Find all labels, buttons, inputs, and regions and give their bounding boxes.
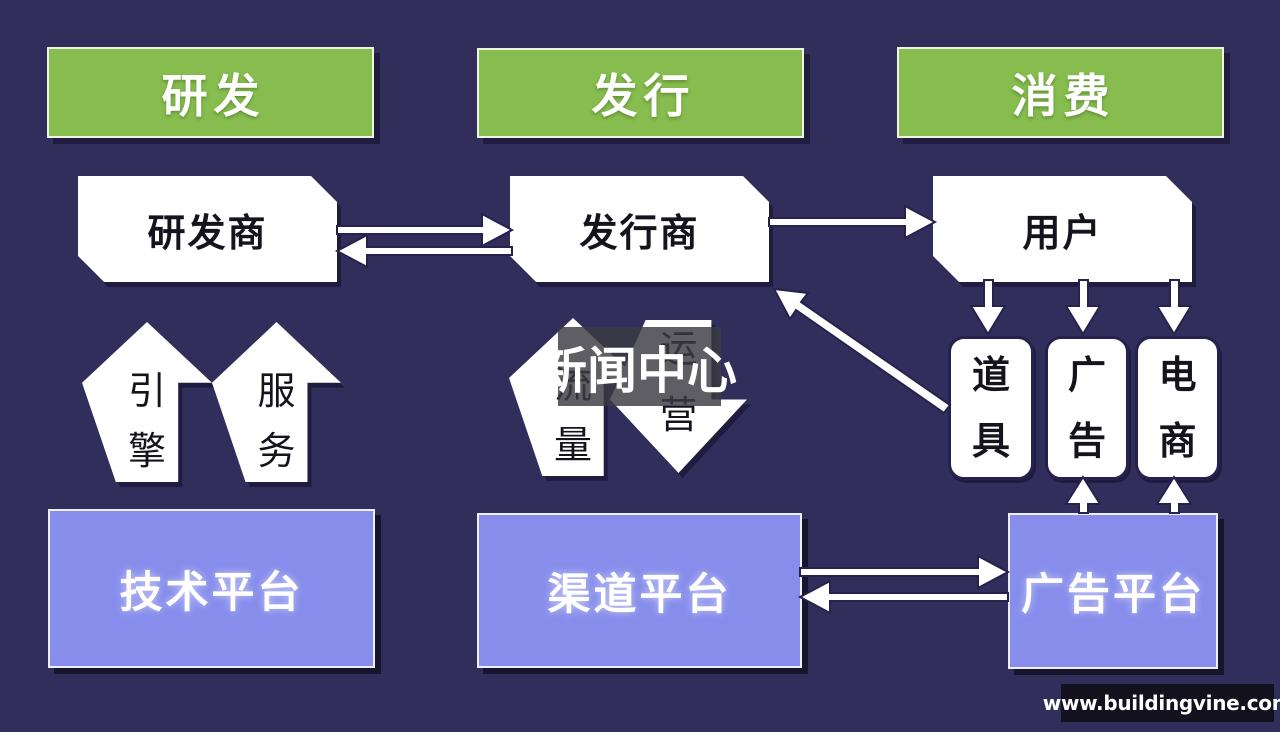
arrow-user-to-ads-icon	[1064, 279, 1102, 336]
entity-user: 用户	[933, 176, 1192, 282]
traffic-char-2: 量	[553, 423, 592, 467]
arrow-user-to-props-icon	[969, 279, 1007, 336]
site-badge: www.buildingvine.com	[1043, 684, 1280, 722]
ads-char-1: 广	[1067, 353, 1106, 397]
entity-developer: 研发商	[78, 176, 337, 282]
arrow-adplatform-to-channel-icon	[797, 579, 1009, 615]
entity-developer-label: 研发商	[78, 176, 337, 282]
service-char-2: 务	[257, 429, 296, 473]
arrow-adplatform-to-ecommerce-icon	[1155, 475, 1193, 514]
stage-box-consumption: 消费	[897, 47, 1224, 138]
entity-user-label: 用户	[933, 176, 1192, 282]
arrow-developer-to-publisher-icon	[336, 212, 515, 248]
arrow-user-to-ecommerce-icon	[1155, 279, 1193, 336]
stage-box-rd: 研发	[47, 47, 374, 138]
props-char-2: 具	[971, 419, 1010, 463]
entity-publisher-label: 发行商	[510, 176, 769, 282]
platform-technology: 技术平台	[48, 509, 375, 668]
arrow-publisher-to-user-icon	[768, 204, 938, 240]
watermark-text: 新闻中心	[537, 342, 737, 400]
monetize-box-ecommerce: 电 商	[1135, 336, 1220, 480]
props-char-1: 道	[971, 353, 1010, 397]
ecommerce-char-2: 商	[1158, 419, 1197, 463]
service-up-arrow: 服 务	[212, 322, 341, 482]
service-char-1: 服	[257, 369, 296, 413]
engine-up-arrow: 引 擎	[82, 322, 212, 482]
arrow-publisher-to-developer-icon	[334, 233, 513, 269]
arrow-adplatform-to-ads-icon	[1064, 475, 1102, 514]
monetize-box-ads: 广 告	[1045, 336, 1129, 480]
arrow-props-to-publisher-icon	[772, 287, 952, 415]
ecommerce-char-1: 电	[1158, 353, 1197, 397]
stage-box-publishing: 发行	[477, 48, 804, 138]
ads-char-2: 告	[1067, 419, 1106, 463]
engine-char-2: 擎	[127, 429, 166, 473]
monetize-box-props: 道 具	[948, 336, 1034, 480]
arrow-channel-to-adplatform-icon	[799, 554, 1011, 590]
platform-advertising: 广告平台	[1008, 513, 1218, 669]
platform-channel: 渠道平台	[477, 513, 802, 668]
entity-publisher: 发行商	[510, 176, 769, 282]
watermark-backdrop	[558, 327, 721, 406]
engine-char-1: 引	[127, 369, 166, 413]
